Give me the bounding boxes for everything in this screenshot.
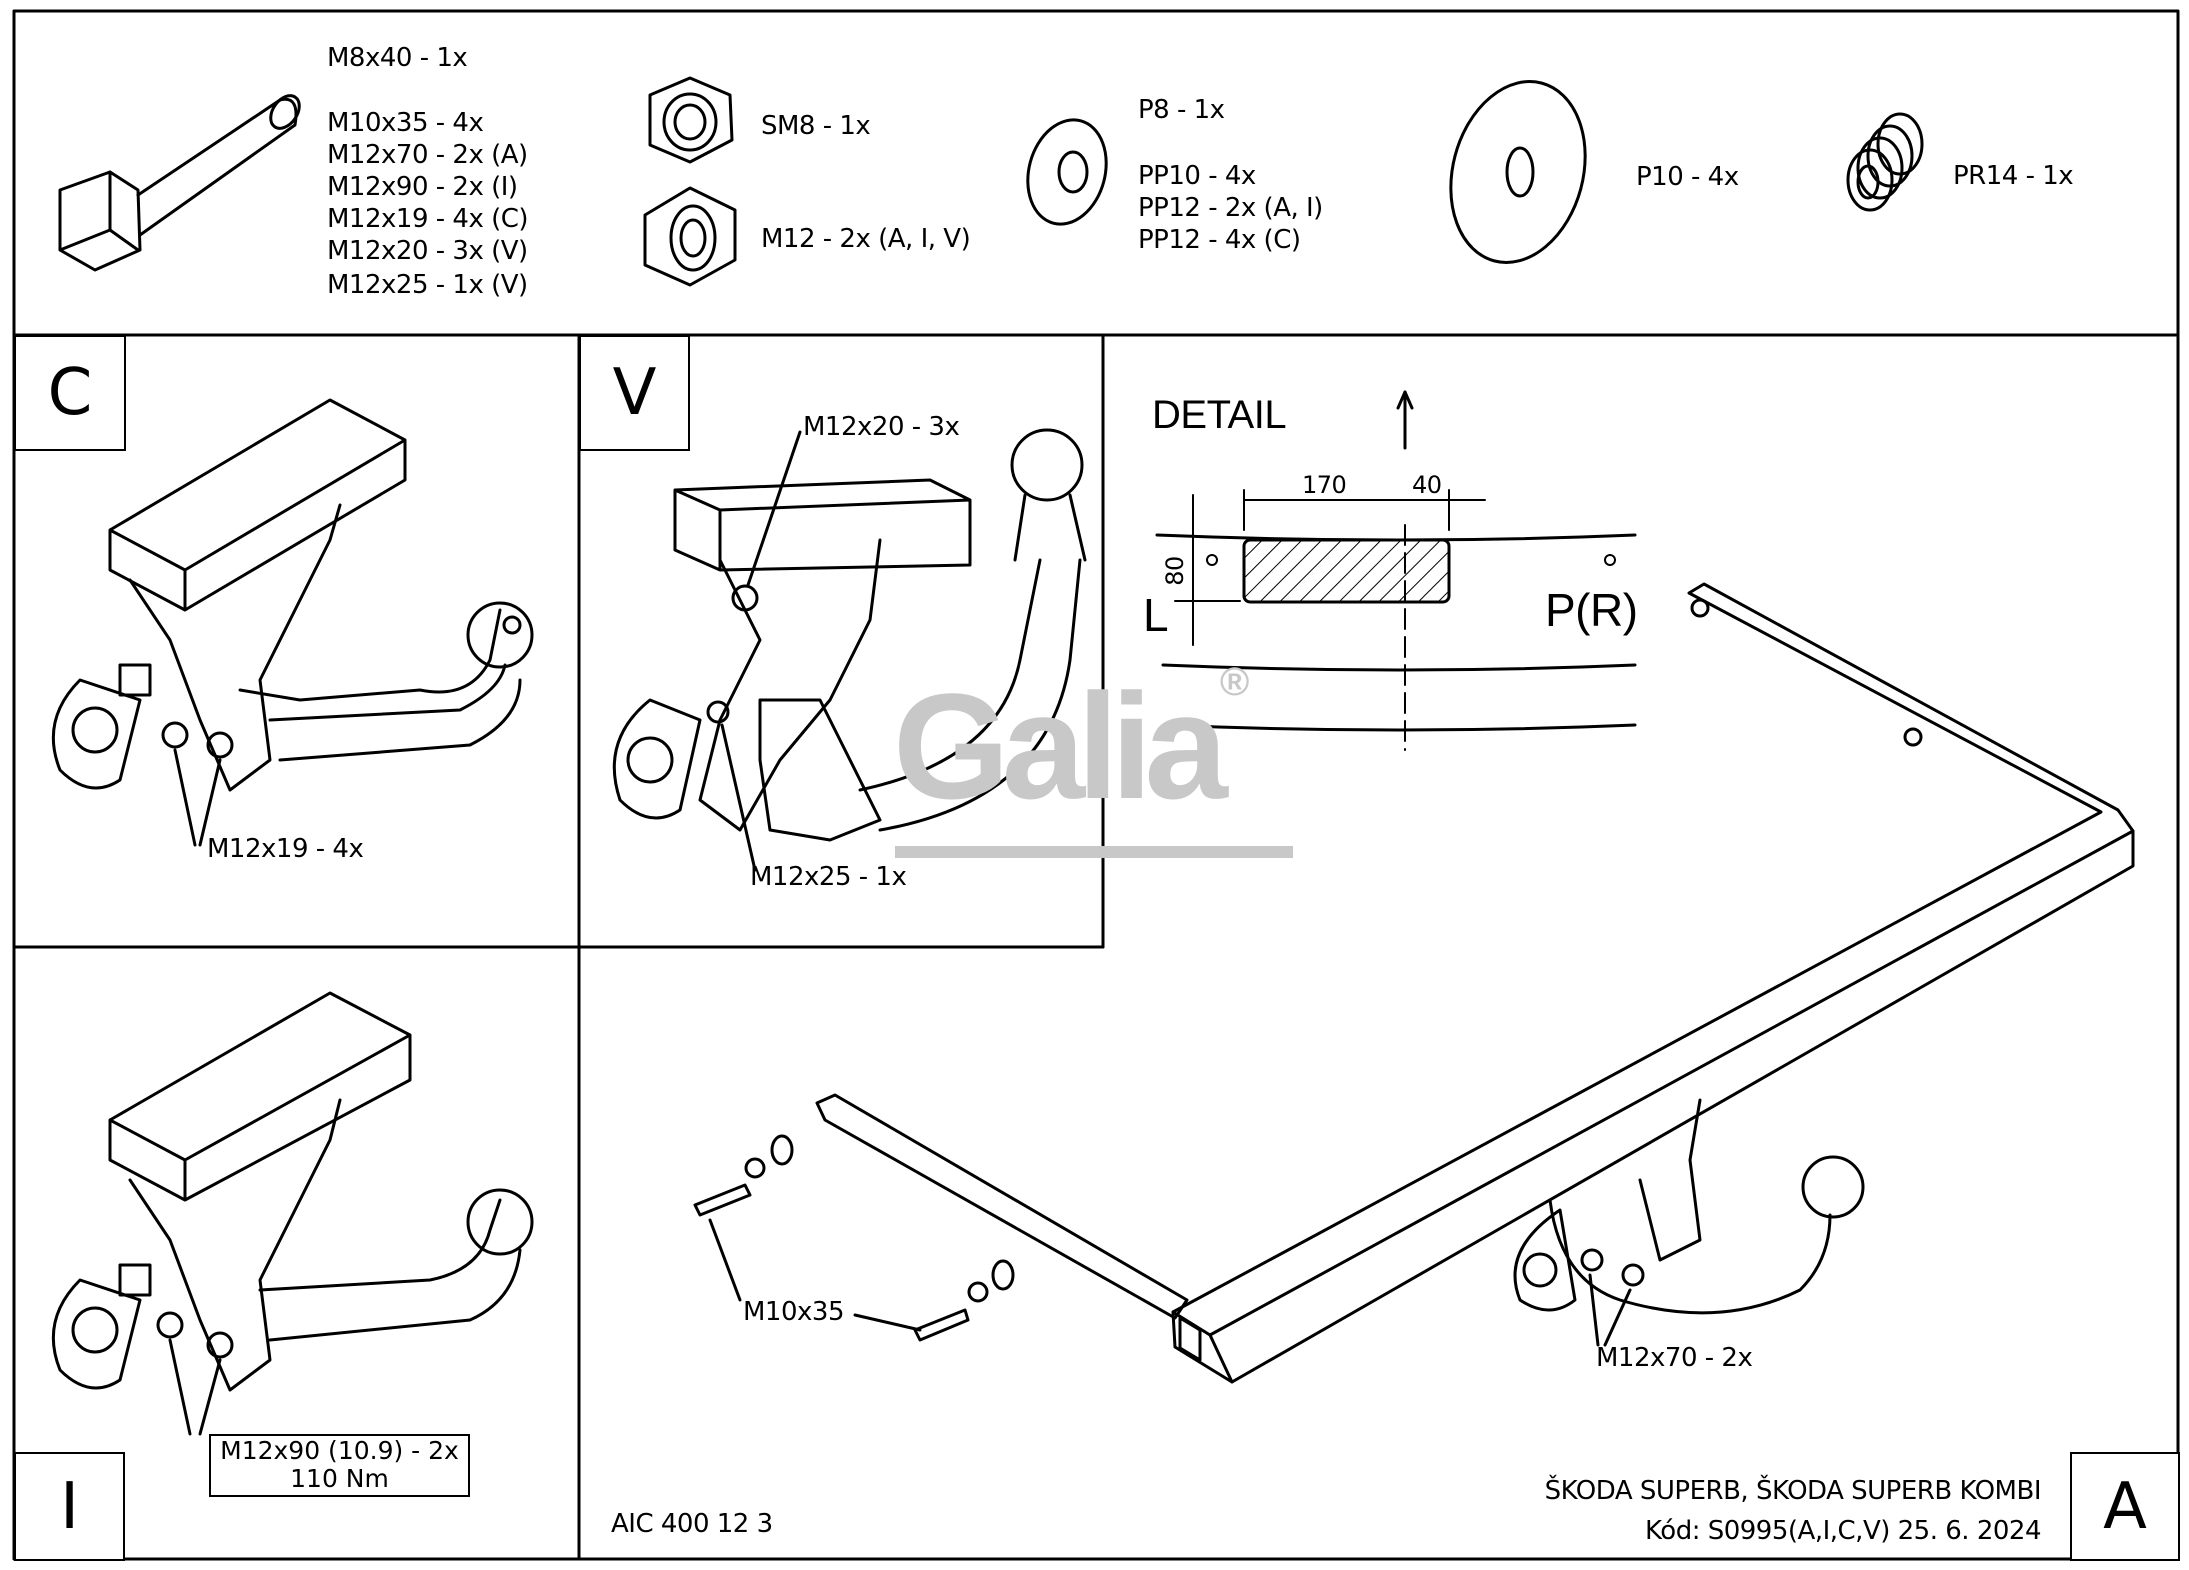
callout-i-torque: 110 Nm bbox=[290, 1464, 389, 1493]
dim-offset: 40 bbox=[1412, 471, 1442, 499]
callout-a-bolts: M10x35 bbox=[743, 1297, 845, 1327]
panel-c-letter: C bbox=[47, 356, 93, 430]
spring-washer-icon bbox=[1846, 112, 1924, 212]
towbar-v-drawing bbox=[612, 428, 1087, 872]
part-bolt-m12x25: M12x25 - 1x (V) bbox=[327, 270, 528, 300]
part-washer-p8: P8 - 1x bbox=[1138, 95, 1225, 125]
towbar-i-drawing bbox=[51, 991, 534, 1436]
lock-nut-icon bbox=[648, 76, 734, 164]
bolt-icon bbox=[58, 94, 301, 272]
towbar-c-drawing bbox=[51, 398, 534, 847]
detail-left-label: L bbox=[1143, 589, 1169, 641]
galia-watermark: Galia® bbox=[893, 660, 1249, 833]
watermark-underline bbox=[895, 846, 1293, 858]
panel-v-letter: V bbox=[612, 356, 657, 430]
dim-height: 80 bbox=[1160, 556, 1189, 586]
panel-label-a: A bbox=[2070, 1452, 2180, 1561]
part-washer-pp12-ai: PP12 - 2x (A, I) bbox=[1138, 193, 1323, 223]
towbar-a-drawing bbox=[693, 582, 2135, 1384]
callout-i-box: M12x90 (10.9) - 2x 110 Nm bbox=[209, 1434, 470, 1497]
part-washer-pp12-c: PP12 - 4x (C) bbox=[1138, 225, 1301, 255]
large-washer-icon bbox=[1449, 80, 1587, 264]
detail-right-label: P(R) bbox=[1545, 584, 1638, 636]
callout-v-bottom: M12x25 - 1x bbox=[750, 862, 907, 892]
part-large-washer: P10 - 4x bbox=[1636, 162, 1739, 192]
sheet-border bbox=[12, 9, 2180, 1561]
callout-a-hook: M12x70 - 2x bbox=[1596, 1343, 1753, 1373]
part-spring-washer: PR14 - 1x bbox=[1953, 161, 2074, 191]
drawing-number: AIC 400 12 3 bbox=[611, 1509, 773, 1539]
hex-nut-icon bbox=[643, 186, 737, 287]
panel-a-letter: A bbox=[2103, 1469, 2147, 1544]
part-bolt-m12x90: M12x90 - 2x (I) bbox=[327, 172, 518, 202]
watermark-brand: Galia bbox=[893, 662, 1228, 830]
part-bolt-m12x20: M12x20 - 3x (V) bbox=[327, 236, 528, 266]
part-bolt-m12x70: M12x70 - 2x (A) bbox=[327, 140, 528, 170]
code-date: Kód: S0995(A,I,C,V) 25. 6. 2024 bbox=[1645, 1516, 2041, 1546]
part-bolt-m12x19: M12x19 - 4x (C) bbox=[327, 204, 529, 234]
panel-label-v: V bbox=[579, 335, 690, 451]
part-nut: M12 - 2x (A, I, V) bbox=[761, 224, 971, 254]
washer-icon bbox=[1026, 118, 1108, 226]
panel-label-i: I bbox=[14, 1452, 125, 1561]
part-bolt-m8x40: M8x40 - 1x bbox=[327, 43, 468, 73]
callout-i-bolts: M12x90 (10.9) - 2x bbox=[220, 1436, 459, 1465]
panel-label-c: C bbox=[14, 335, 126, 451]
callout-c-bolts: M12x19 - 4x bbox=[207, 834, 364, 864]
registered-mark: ® bbox=[1219, 660, 1250, 704]
part-bolt-m10x35: M10x35 - 4x bbox=[327, 108, 484, 138]
dim-width: 170 bbox=[1302, 471, 1347, 499]
callout-v-top: M12x20 - 3x bbox=[803, 412, 960, 442]
vehicle-model: ŠKODA SUPERB, ŠKODA SUPERB KOMBI bbox=[1544, 1476, 2042, 1506]
detail-diagram bbox=[1155, 390, 1637, 751]
part-washer-pp10: PP10 - 4x bbox=[1138, 161, 1256, 191]
part-lock-nut: SM8 - 1x bbox=[761, 111, 871, 141]
detail-title: DETAIL bbox=[1152, 393, 1287, 437]
panel-i-letter: I bbox=[60, 1469, 79, 1544]
